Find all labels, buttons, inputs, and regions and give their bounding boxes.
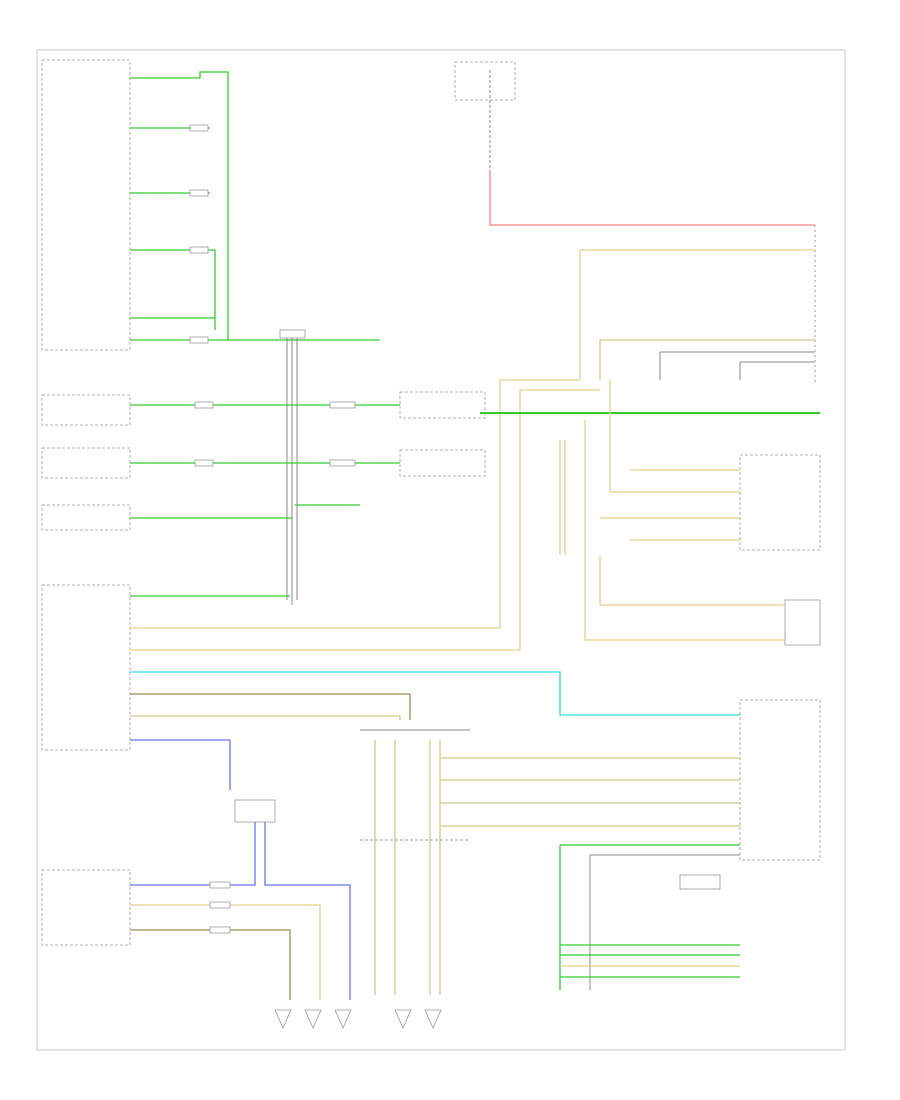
fuse-outline [454,61,516,101]
terminal [209,901,231,909]
wire-blue [130,739,231,790]
terminal [329,459,356,467]
connector-outline [41,584,131,751]
connector-outline [41,59,131,351]
terminal [209,881,231,889]
ground-symbol [424,1009,442,1029]
wire-blue [130,820,351,1000]
module-box [399,449,486,477]
wire-brown [130,929,291,1000]
ground-symbol [334,1009,352,1029]
wire-yellow [599,555,790,606]
terminal [189,246,209,254]
ground-symbol [274,1009,292,1029]
wire-pink [489,170,815,226]
connector-outline [41,869,131,946]
terminal [209,926,231,934]
wire-tan [130,715,401,720]
wire-tan [599,339,815,380]
connector-outline [41,504,131,531]
wire-yellow [579,249,815,380]
bottom-left-module [41,799,351,1000]
wire-green [559,844,740,990]
wire-gray [589,854,740,990]
terminal [189,124,209,132]
bottom-grounds [274,1009,442,1029]
ground-symbol [394,1009,412,1029]
connector-outline [41,394,131,426]
terminal [194,401,214,409]
connector-outline [739,699,821,861]
top-fuse-block [454,61,815,226]
module-box [399,391,486,419]
wire-brown [130,693,411,720]
terminal [194,459,214,467]
wire-green [199,71,229,340]
wire-yellow [130,904,321,1000]
splice-box [279,329,306,339]
ground-symbol [304,1009,322,1029]
terminal [189,189,209,197]
center-bottom-harness [360,729,470,995]
wire-yellow [584,420,790,641]
right-mid-connector [559,380,821,646]
wire-yellow [130,379,580,629]
terminal [679,874,721,890]
right-connector-box [784,599,821,646]
terminal [329,401,356,409]
diagram-frame [36,49,846,1051]
relay-box [234,799,276,823]
bottom-right-harness [560,944,740,978]
wire-yellow [130,389,600,651]
right-lower-connector [440,699,821,990]
terminal [189,336,209,344]
vertical-bus [279,329,306,605]
connector-outline [739,454,821,551]
green-leads-top [130,71,380,341]
wire-cyan [130,671,740,716]
left-connector-block [41,59,380,351]
left-lower-connector [41,379,740,790]
wire-yellow [609,380,740,493]
right-top-stack [480,225,820,414]
bus-line [286,335,298,605]
wire-green [130,77,380,341]
left-mid-connectors [41,394,400,531]
wire-gray [659,351,815,380]
connector-outline [41,447,131,479]
